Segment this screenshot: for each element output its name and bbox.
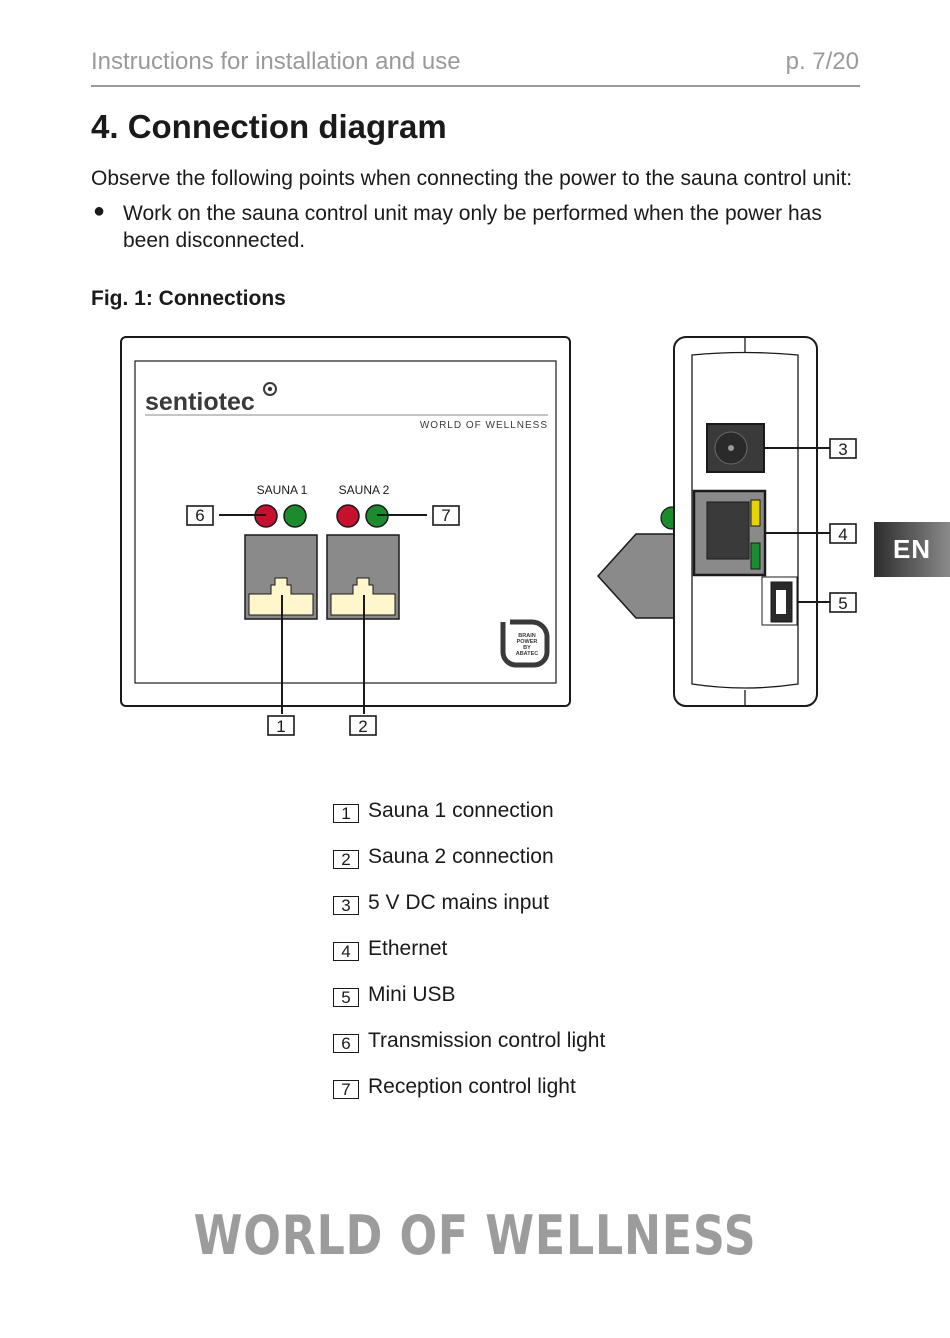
ethernet-port bbox=[692, 489, 767, 577]
svg-text:BRAIN: BRAIN bbox=[518, 633, 535, 639]
legend-item: 6 Transmission control light bbox=[333, 1026, 605, 1056]
legend-number: 4 bbox=[333, 941, 359, 961]
legend-label: Mini USB bbox=[368, 983, 456, 1006]
intro-text: Observe the following points when connec… bbox=[91, 167, 853, 190]
brain-power-badge: BRAIN POWER BY ABATEC bbox=[500, 619, 550, 668]
legend-label: Ethernet bbox=[368, 937, 448, 960]
callout-4-box bbox=[829, 523, 857, 544]
language-tab: EN bbox=[874, 522, 950, 577]
callout-6-box bbox=[186, 505, 214, 526]
callout-3-box bbox=[829, 438, 857, 459]
legend-number: 2 bbox=[333, 849, 359, 869]
sauna-1-label: SAUNA 1 bbox=[257, 483, 308, 497]
document-title: Instructions for installation and use bbox=[91, 48, 461, 75]
callout-5: 5 bbox=[838, 594, 847, 613]
svg-text:POWER: POWER bbox=[517, 639, 538, 645]
legend-number: 6 bbox=[333, 1033, 359, 1053]
legend-item: 3 5 V DC mains input bbox=[333, 888, 549, 918]
legend-item: 2 Sauna 2 connection bbox=[333, 842, 554, 872]
mini-usb-port bbox=[761, 576, 798, 626]
legend-label: Transmission control light bbox=[368, 1029, 606, 1052]
section-title: 4. Connection diagram bbox=[91, 108, 447, 145]
header-divider bbox=[91, 85, 860, 87]
legend-item: 5 Mini USB bbox=[333, 980, 456, 1010]
page-number: p. 7/20 bbox=[785, 48, 859, 75]
sauna-2-label: SAUNA 2 bbox=[339, 483, 390, 497]
callout-4: 4 bbox=[838, 525, 847, 544]
logo-tagline: WORLD OF WELLNESS bbox=[420, 420, 548, 431]
legend-label: Sauna 1 connection bbox=[368, 799, 554, 822]
sentiotec-leaf-icon bbox=[263, 382, 277, 396]
svg-text:ABATEC: ABATEC bbox=[516, 651, 539, 657]
sentiotec-logo: sentiotec bbox=[145, 388, 255, 416]
callout-3: 3 bbox=[838, 440, 847, 459]
legend-item: 4 Ethernet bbox=[333, 934, 447, 964]
sauna-1-reception-led bbox=[283, 504, 307, 528]
dc-power-jack bbox=[706, 423, 765, 473]
callout-7-box bbox=[432, 505, 460, 526]
callout-5-box bbox=[829, 592, 857, 613]
callout-2-box bbox=[349, 715, 377, 736]
svg-text:BY: BY bbox=[523, 645, 531, 651]
legend-label: Reception control light bbox=[368, 1075, 576, 1098]
callout-1-box bbox=[267, 715, 295, 736]
connection-diagram: sentiotec WORLD OF WELLNESS SAUNA 1 SAUN… bbox=[120, 336, 857, 736]
figure-caption: Fig. 1: Connections bbox=[91, 287, 286, 310]
callout-2: 2 bbox=[358, 717, 367, 736]
bullet-icon: ● bbox=[93, 200, 106, 222]
callout-6: 6 bbox=[195, 506, 204, 525]
sauna-2-transmission-led bbox=[336, 504, 360, 528]
legend-item: 1 Sauna 1 connection bbox=[333, 796, 554, 826]
callout-7: 7 bbox=[441, 506, 450, 525]
legend-number: 5 bbox=[333, 987, 359, 1007]
bullet-item: Work on the sauna control unit may only … bbox=[123, 202, 822, 252]
footer-brand: WORLD OF WELLNESS bbox=[193, 1204, 757, 1267]
legend-number: 3 bbox=[333, 895, 359, 915]
legend-number: 7 bbox=[333, 1079, 359, 1099]
legend-number: 1 bbox=[333, 803, 359, 823]
legend-label: Sauna 2 connection bbox=[368, 845, 554, 868]
callout-1: 1 bbox=[276, 717, 285, 736]
legend-item: 7 Reception control light bbox=[333, 1072, 576, 1102]
view-direction-arrow-icon bbox=[596, 533, 677, 619]
legend-label: 5 V DC mains input bbox=[368, 891, 549, 914]
